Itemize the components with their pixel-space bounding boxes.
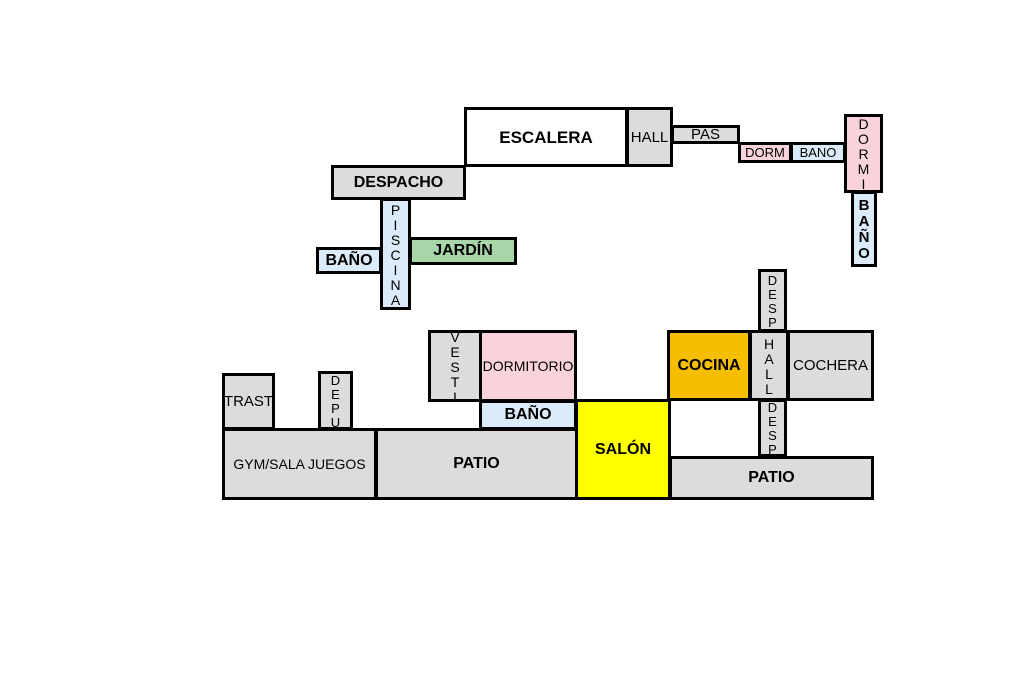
room-hall-upper-label: HALL <box>630 128 669 146</box>
room-desp-bottom: DESP <box>758 399 787 457</box>
room-desp-top-label: DESP <box>765 272 780 329</box>
room-despacho-label: DESPACHO <box>353 173 444 191</box>
room-escalera-label: ESCALERA <box>499 127 593 147</box>
room-bano-left-label: BAÑO <box>325 251 373 269</box>
room-dormitorio: DORMITORIO <box>479 330 577 402</box>
room-bano-lower-label: BAÑO <box>504 406 552 423</box>
room-hall-lower: HALL <box>749 330 789 401</box>
room-escalera: ESCALERA <box>464 107 628 167</box>
room-bano-upper: BANO <box>790 142 846 163</box>
room-patio-left-label: PATIO <box>453 455 500 472</box>
room-pas-label: PAS <box>691 126 720 143</box>
room-gym: GYM/SALA JUEGOS <box>222 428 377 500</box>
room-cocina-label: COCINA <box>677 356 741 374</box>
room-patio-right: PATIO <box>669 456 874 500</box>
room-dormitorio-label: DORMITORIO <box>482 358 574 374</box>
room-hall-lower-label: HALL <box>761 335 777 396</box>
room-desp-bottom-label: DESP <box>765 400 780 456</box>
room-dormi-upper-label: DORMI <box>855 116 872 191</box>
room-dormi-upper: DORMI <box>844 114 883 193</box>
room-salon-label: SALÓN <box>595 440 651 458</box>
room-pas: PAS <box>671 125 740 144</box>
room-hall-upper: HALL <box>626 107 673 167</box>
room-despacho: DESPACHO <box>331 165 466 200</box>
room-bano-lower: BAÑO <box>479 400 577 430</box>
room-bano-vertical: BAÑO <box>851 191 877 267</box>
room-piscina: PISCINA <box>380 198 411 310</box>
room-patio-left: PATIO <box>375 428 578 500</box>
room-gym-label: GYM/SALA JUEGOS <box>233 456 366 472</box>
room-piscina-label: PISCINA <box>387 201 404 307</box>
room-bano-left: BAÑO <box>316 247 382 274</box>
room-dorm-upper-label: DORM <box>745 145 785 160</box>
room-depu-label: DEPU <box>328 372 343 429</box>
room-salon: SALÓN <box>575 399 671 500</box>
room-depu: DEPU <box>318 371 353 430</box>
room-bano-vertical-label: BAÑO <box>855 197 873 261</box>
room-cochera: COCHERA <box>787 330 874 401</box>
room-dorm-upper: DORM <box>738 142 792 163</box>
room-patio-right-label: PATIO <box>748 469 795 486</box>
room-desp-top: DESP <box>758 269 787 332</box>
room-cocina: COCINA <box>667 330 751 401</box>
room-trast: TRAST <box>222 373 275 430</box>
room-vesti-label: VESTI <box>447 330 463 402</box>
room-cochera-label: COCHERA <box>792 357 868 374</box>
room-jardin: JARDÍN <box>409 237 517 265</box>
room-bano-upper-label: BANO <box>799 145 837 160</box>
room-vesti: VESTI <box>428 330 482 402</box>
room-jardin-label: JARDÍN <box>433 242 493 259</box>
room-trast-label: TRAST <box>223 393 274 410</box>
